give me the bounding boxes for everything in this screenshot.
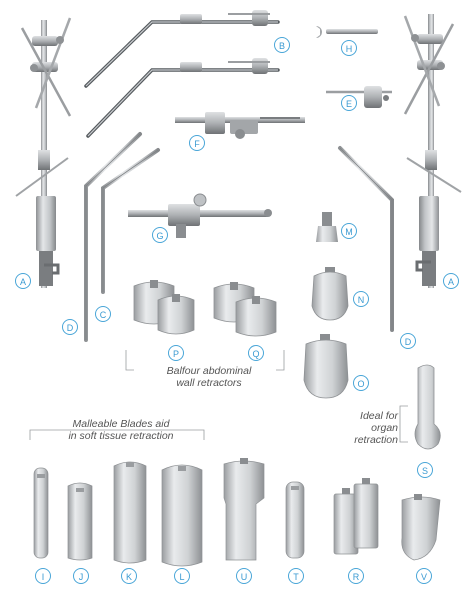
caption-ideal-line3: retraction <box>354 434 398 446</box>
ideal-bracket <box>399 405 408 443</box>
label-l: L <box>174 568 190 584</box>
instrument-n <box>311 267 349 321</box>
label-q: Q <box>248 345 264 361</box>
label-e: E <box>341 95 357 111</box>
instrument-p <box>133 280 195 335</box>
instrument-s <box>414 364 441 450</box>
instrument-f <box>175 112 305 139</box>
label-a-right: A <box>443 273 459 289</box>
caption-malleable-line2: in soft tissue retraction <box>68 430 174 442</box>
malleable-bracket <box>29 429 205 440</box>
blade-t <box>285 481 305 559</box>
label-d-right: D <box>400 333 416 349</box>
instrument-e <box>326 86 392 108</box>
instrument-b <box>84 10 280 138</box>
label-k: K <box>121 568 137 584</box>
label-d-left: D <box>62 319 78 335</box>
blade-v <box>401 494 441 561</box>
label-h: H <box>341 40 357 56</box>
label-c: C <box>95 306 111 322</box>
blade-j <box>67 482 93 561</box>
instrument-h-wrench <box>316 26 378 38</box>
label-n: N <box>353 291 369 307</box>
instrument-m <box>316 212 338 242</box>
label-g: G <box>152 227 168 243</box>
label-p: P <box>168 345 184 361</box>
instrument-g <box>128 193 272 238</box>
caption-balfour-line1: Balfour abdominal <box>166 365 252 377</box>
caption-ideal-line1: Ideal for <box>360 410 398 422</box>
label-s: S <box>417 462 433 478</box>
label-r: R <box>348 568 364 584</box>
caption-ideal-line2: organ <box>371 422 398 434</box>
label-i: I <box>35 568 51 584</box>
blade-u <box>223 458 265 561</box>
instrument-a-left <box>15 17 72 288</box>
caption-balfour: Balfour abdominal wall retractors <box>144 365 274 389</box>
label-v: V <box>416 568 432 584</box>
caption-malleable: Malleable Blades aid in soft tissue retr… <box>54 418 188 442</box>
caption-malleable-line1: Malleable Blades aid <box>72 418 170 430</box>
label-j: J <box>73 568 89 584</box>
label-u: U <box>236 568 252 584</box>
instrument-d-left <box>84 132 142 342</box>
instrument-d-right <box>338 146 394 332</box>
label-m: M <box>341 223 357 239</box>
label-b: B <box>274 37 290 53</box>
caption-ideal: Ideal for organ retraction <box>336 410 398 446</box>
instrument-o <box>303 334 349 399</box>
instrument-q <box>213 282 277 337</box>
label-o: O <box>353 375 369 391</box>
balfour-bracket <box>125 350 285 371</box>
blade-l <box>161 464 203 567</box>
blade-i <box>33 467 49 559</box>
blade-k <box>113 461 147 564</box>
label-f: F <box>189 135 205 151</box>
instrument-c <box>101 148 160 294</box>
label-a-left: A <box>15 273 31 289</box>
label-t: T <box>288 568 304 584</box>
caption-balfour-line2: wall retractors <box>176 377 242 389</box>
instrument-a-right <box>403 14 462 288</box>
blade-r <box>333 478 379 555</box>
